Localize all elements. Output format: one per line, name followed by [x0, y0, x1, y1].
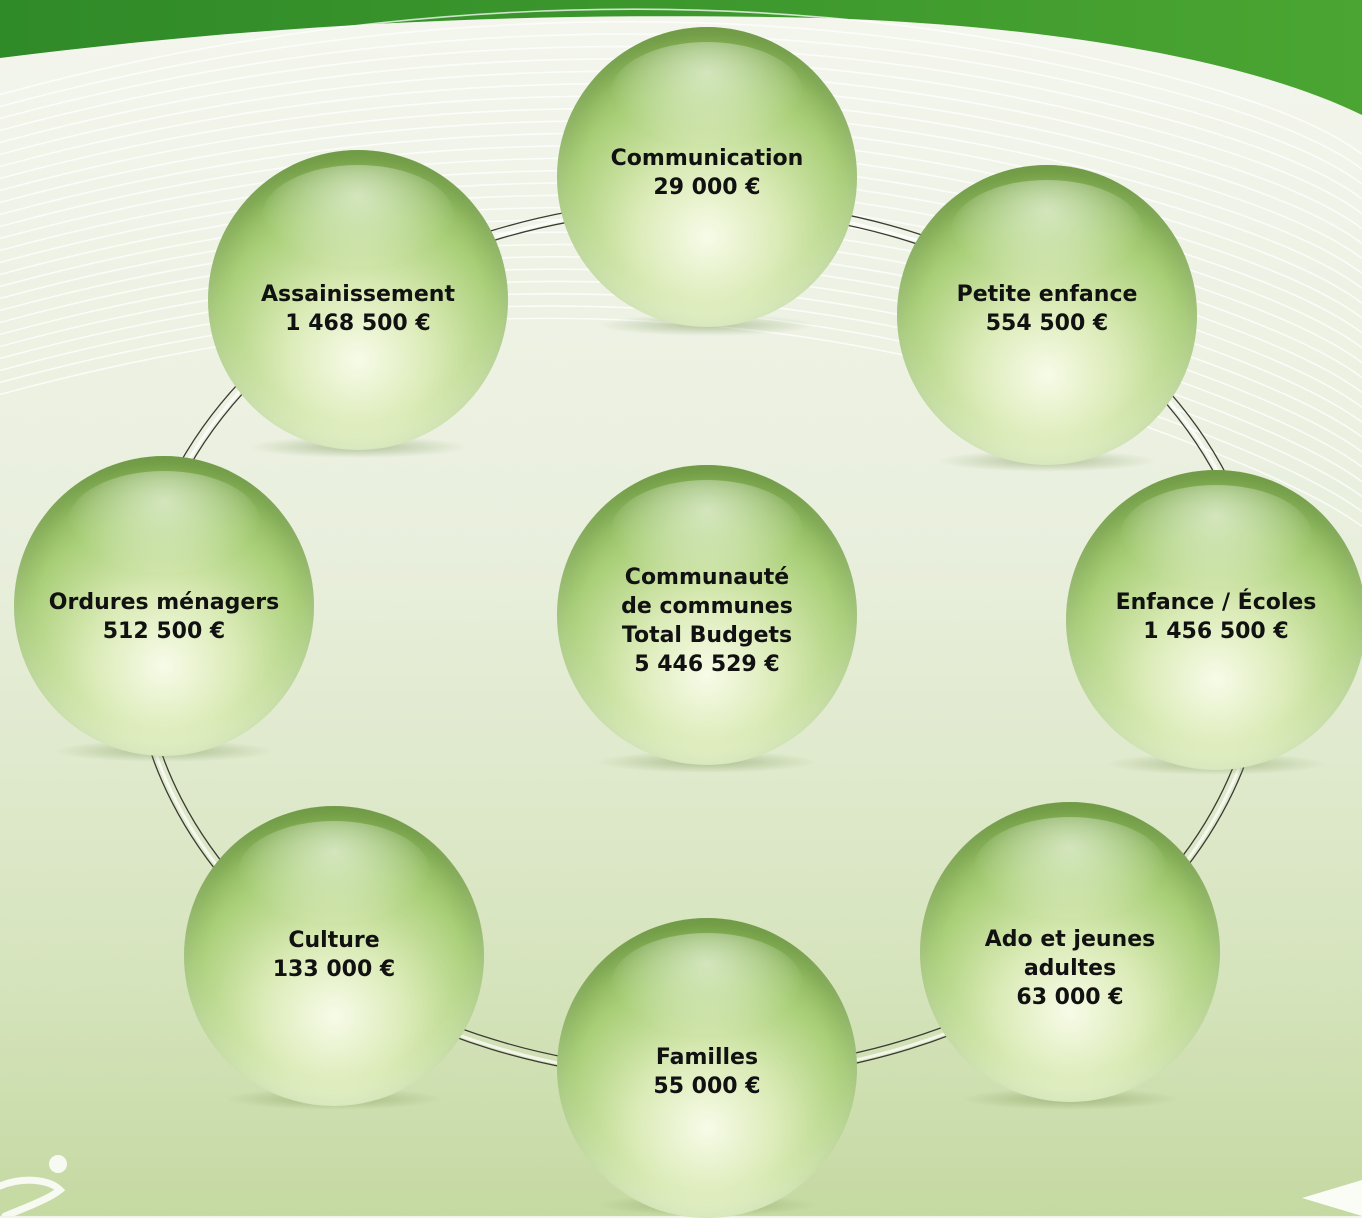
- swoosh-line: [0, 70, 1362, 230]
- enfance-ecoles-amount: 1 456 500 €: [1143, 619, 1289, 644]
- swoosh-line: [0, 95, 1362, 260]
- familles-bubble: Familles 55 000 €: [557, 918, 857, 1218]
- swoosh-line: [0, 20, 1362, 171]
- communication-label: Communication 29 000 €: [557, 144, 857, 202]
- culture-amount: 133 000 €: [272, 957, 396, 982]
- communication-title: Communication: [610, 146, 804, 171]
- culture-bubble: Culture 133 000 €: [184, 806, 484, 1106]
- petite-enfance-amount: 554 500 €: [985, 311, 1109, 336]
- logo-dot: [49, 1155, 67, 1173]
- assainissement-amount: 1 468 500 €: [285, 311, 431, 336]
- ado-jeunes-adultes-title-line-2: adultes: [1023, 956, 1117, 981]
- swoosh-line: [0, 33, 1362, 186]
- swoosh-line: [0, 107, 1362, 275]
- familles-amount: 55 000 €: [653, 1074, 761, 1099]
- center-title-line-3: Total Budgets: [621, 623, 793, 648]
- enfance-ecoles-bubble: Enfance / Écoles 1 456 500 €: [1066, 470, 1362, 770]
- green-banner: [0, 0, 1362, 115]
- assainissement-bubble: Assainissement 1 468 500 €: [208, 150, 508, 450]
- familles-title: Familles: [655, 1045, 759, 1070]
- culture-title: Culture: [288, 928, 380, 953]
- center-title-line-2: de communes: [621, 594, 793, 619]
- enfance-ecoles-label: Enfance / Écoles 1 456 500 €: [1066, 588, 1362, 646]
- ado-jeunes-adultes-bubble: Ado et jeunes adultes 63 000 €: [920, 802, 1220, 1102]
- communication-amount: 29 000 €: [653, 175, 761, 200]
- ordures-menagers-bubble: Ordures ménagers 512 500 €: [14, 456, 314, 756]
- ado-jeunes-adultes-amount: 63 000 €: [1016, 985, 1124, 1010]
- swoosh-line: [0, 120, 1362, 290]
- logo-swirl: [0, 1176, 66, 1216]
- petite-enfance-bubble: Petite enfance 554 500 €: [897, 165, 1197, 465]
- ado-jeunes-adultes-label: Ado et jeunes adultes 63 000 €: [920, 925, 1220, 1012]
- swoosh-line: [0, 8, 1362, 156]
- enfance-ecoles-title: Enfance / Écoles: [1115, 590, 1317, 615]
- petite-enfance-label: Petite enfance 554 500 €: [897, 280, 1197, 338]
- ordures-menagers-amount: 512 500 €: [102, 619, 226, 644]
- logo-mark: [0, 1155, 67, 1216]
- assainissement-title: Assainissement: [261, 282, 455, 307]
- ado-jeunes-adultes-title-line-1: Ado et jeunes: [984, 927, 1156, 952]
- culture-label: Culture 133 000 €: [184, 926, 484, 984]
- communication-bubble: Communication 29 000 €: [557, 27, 857, 327]
- petite-enfance-title: Petite enfance: [956, 282, 1138, 307]
- familles-label: Familles 55 000 €: [557, 1043, 857, 1101]
- ordures-menagers-title: Ordures ménagers: [48, 590, 280, 615]
- swoosh-line: [0, 45, 1362, 201]
- assainissement-label: Assainissement 1 468 500 €: [208, 280, 508, 338]
- center-bubble-label: Communauté de communes Total Budgets 5 4…: [557, 563, 857, 679]
- swoosh-line: [0, 132, 1362, 305]
- swoosh-line: [0, 83, 1362, 245]
- ordures-menagers-label: Ordures ménagers 512 500 €: [14, 588, 314, 646]
- corner-arrow: [1302, 1180, 1362, 1216]
- center-title-line-1: Communauté: [624, 565, 790, 590]
- center-bubble: Communauté de communes Total Budgets 5 4…: [557, 465, 857, 765]
- center-amount: 5 446 529 €: [634, 652, 780, 677]
- swoosh-line: [0, 58, 1362, 215]
